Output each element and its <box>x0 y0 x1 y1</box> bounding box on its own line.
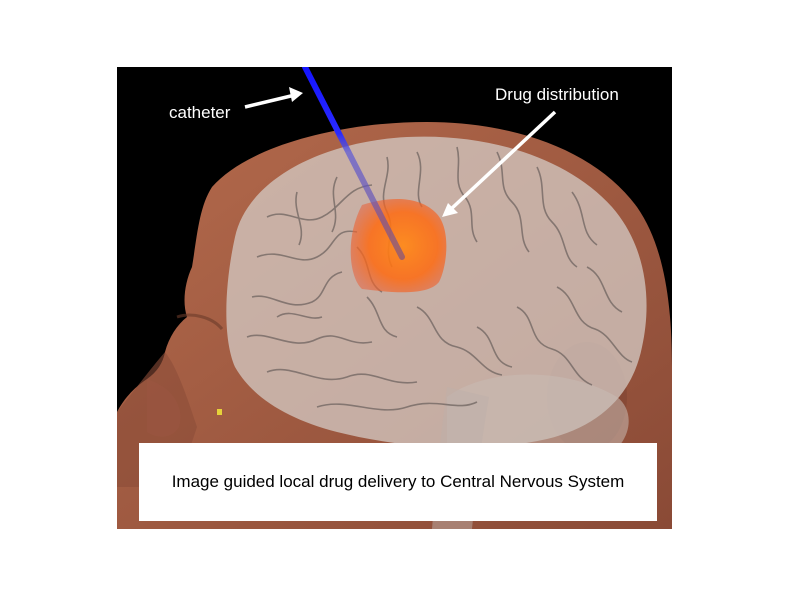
caption-box: Image guided local drug delivery to Cent… <box>139 443 657 521</box>
drug-arrow <box>442 110 557 217</box>
nose <box>147 379 181 437</box>
brow <box>176 313 224 331</box>
catheter-tube <box>302 67 405 260</box>
drug-distribution-label: Drug distribution <box>495 85 619 104</box>
brain-folds <box>246 146 633 411</box>
medical-figure: catheter Drug distribution Image guided … <box>117 67 672 529</box>
caption-text: Image guided local drug delivery to Cent… <box>171 472 625 491</box>
catheter-arrow <box>244 87 303 109</box>
catheter-label: catheter <box>169 103 231 122</box>
yellow-marker <box>217 409 222 415</box>
brain <box>226 136 647 448</box>
